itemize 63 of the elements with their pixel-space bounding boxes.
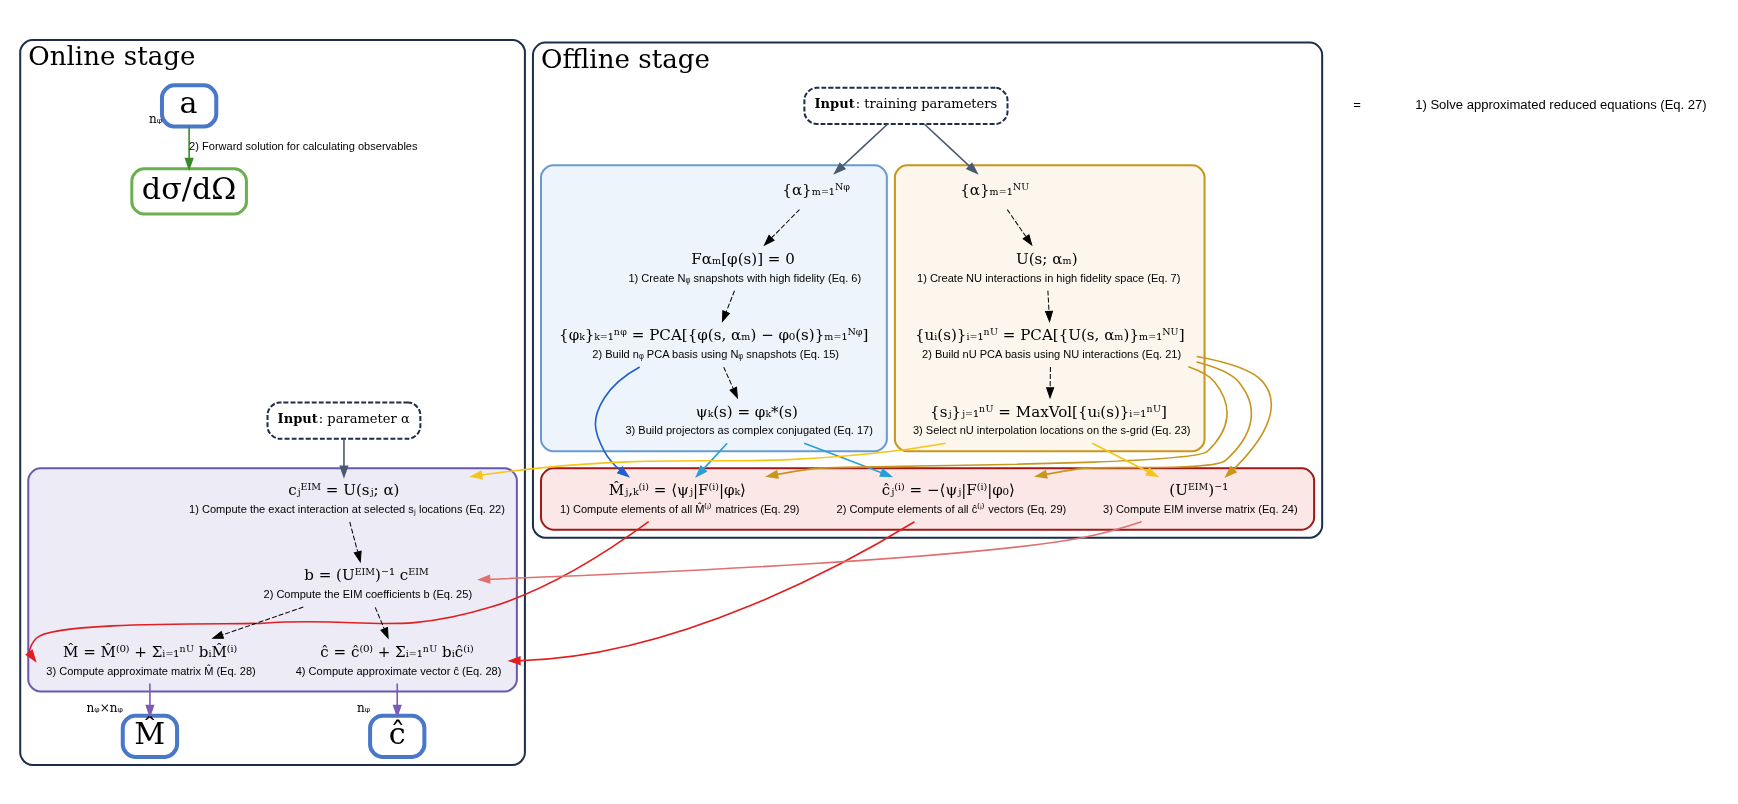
- arrow: [1006, 208, 1033, 246]
- node-label: 2) Build nU PCA basis using NU interactions (Eq. 21): [922, 347, 1182, 360]
- arrow: [349, 520, 362, 563]
- arrow: [833, 122, 889, 175]
- arrow: [763, 208, 800, 246]
- node-label: nᵩ: [357, 700, 371, 715]
- node-text: M̂ = M̂⁽⁰⁾ + Σᵢ₌₁ⁿᵁ bᵢM̂⁽ⁱ⁾: [62, 642, 238, 661]
- node-label: nᵩ: [148, 111, 162, 126]
- node-box: Input: training parameters: [803, 86, 1009, 125]
- arrow: [721, 289, 735, 323]
- node-label: 1) Compute elements of all M̂⁽ⁱ⁾ matrices (Eq. 29): [560, 502, 800, 515]
- node-label: 4) Compute approximate vector ĉ (Eq. 28): [295, 664, 502, 677]
- arrow: [1033, 360, 1253, 479]
- node-label: 1) Compute the exact interaction at selected sⱼ locations (Eq. 22): [189, 502, 505, 515]
- node-text: {uᵢ(s)}ᵢ₌₁ⁿᵁ = PCA[{U(s, αₘ)}ₘ₌₁ᴺᵁ]: [915, 325, 1185, 344]
- label: =: [1353, 96, 1361, 112]
- arrow: [1044, 289, 1054, 323]
- node-label: 3) Compute EIM inverse matrix (Eq. 24): [1103, 502, 1298, 515]
- arrow: [477, 520, 1143, 584]
- node-text: (Uᴱᴵᴹ)⁻¹: [1169, 480, 1229, 499]
- node-box: Input: parameter α: [266, 401, 422, 440]
- arrow: [507, 520, 916, 665]
- node-label: nᵩ×nᵩ: [86, 700, 123, 715]
- node-label: 2) Build nᵩ PCA basis using Nᵩ snapshots (Eq. 15): [592, 347, 840, 360]
- node-text: ĉ = ĉ⁽⁰⁾ + Σᵢ₌₁ⁿᵁ bᵢĉ⁽ⁱ⁾: [320, 642, 474, 661]
- arrow: [695, 442, 728, 478]
- node-label: 3) Compute approximate matrix M̂ (Eq. 28): [46, 664, 256, 677]
- node-label: 2) Compute elements of all ĉ⁽ⁱ⁾ vectors (Eq. 29): [836, 502, 1067, 515]
- arrow: [765, 365, 1228, 479]
- node-label: 3) Select nU interpolation locations on the s-grid (Eq. 23): [912, 423, 1191, 436]
- node-label: 1) Create NU interactions in high fidelity space (Eq. 7): [917, 271, 1181, 284]
- arrow: [469, 441, 947, 479]
- node-box: dσ/dΩ: [130, 166, 248, 215]
- node-label: 3) Build projectors as complex conjugated (Eq. 17): [625, 423, 873, 436]
- node-label: 1) Create Nᵩ snapshots with high fidelity (Eq. 6): [628, 271, 862, 284]
- node-text: M̂ⱼ,ₖ⁽ⁱ⁾ = ⟨ψⱼ|F⁽ⁱ⁾|φₖ⟩: [608, 480, 746, 499]
- arrow: [803, 442, 894, 477]
- arrow: [25, 520, 650, 663]
- node-text: ĉⱼ⁽ⁱ⁾ = −⟨ψⱼ|F⁽ⁱ⁾|φ₀⟩: [881, 480, 1015, 499]
- arrow: [339, 437, 349, 479]
- arrow: [1045, 366, 1055, 399]
- arrow: [1091, 442, 1160, 477]
- node-text: ψₖ(s) = φₖ*(s): [695, 402, 798, 421]
- node-text: Fαₘ[φ(s)] = 0: [691, 249, 795, 268]
- node-text: {α}ₘ₌₁ᴺᵁ: [960, 180, 1030, 199]
- arrow: [145, 682, 155, 718]
- node-box: ĉ: [368, 713, 427, 759]
- label: 1) Solve approximated reduced equations (Eq. 27): [1415, 96, 1707, 112]
- arrow: [594, 365, 641, 478]
- node-box: M̂: [120, 713, 180, 759]
- node-text: {φₖ}ₖ₌₁ⁿᵠ = PCA[{φ(s, αₘ) − φ₀(s)}ₘ₌₁ᴺᵠ]: [559, 325, 869, 344]
- node-text: b = (Uᴱᴵᴹ)⁻¹ cᴱᴵᴹ: [304, 565, 429, 584]
- arrow: [211, 606, 304, 639]
- node-text: cⱼᴱᴵᴹ = U(sⱼ; α): [288, 480, 400, 499]
- node-text: {α}ₘ₌₁ᴺᵠ: [782, 180, 850, 199]
- arrow: [374, 606, 389, 639]
- node-label: 2) Compute the EIM coefficients b (Eq. 25): [263, 587, 473, 600]
- arrow: [923, 122, 979, 175]
- arrow: [1195, 355, 1273, 478]
- node-text: {sⱼ}ⱼ₌₁ⁿᵁ = MaxVol[{uᵢ(s)}ᵢ₌₁ⁿᵁ]: [930, 402, 1167, 421]
- node-text: U(s; αₘ): [1016, 249, 1078, 268]
- arrow: [723, 366, 739, 399]
- arrow: [392, 682, 402, 718]
